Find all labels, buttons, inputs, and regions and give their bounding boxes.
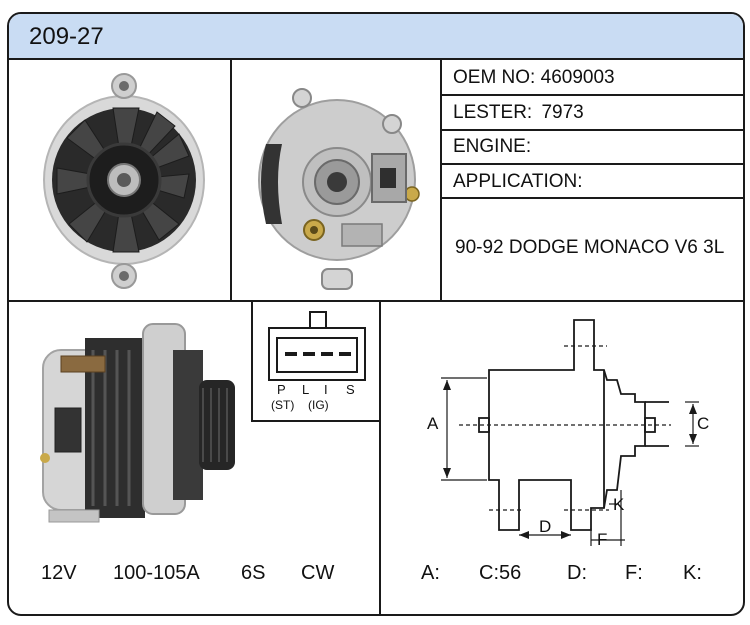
spec-pulley: 6S [241,562,266,584]
lester-value: 7973 [541,102,584,123]
header-bar: 209-27 [9,14,743,60]
divider-top-1 [230,58,232,300]
dim-f: F: [625,562,643,584]
connector-box-bottom [251,420,381,422]
oem-label: OEM NO: [453,67,536,88]
product-card: 209-27 OEM NO: 4609003 LESTER: 7973 ENGI… [7,12,745,616]
info-divider-4 [440,197,743,199]
pin-sub-ig: (IG) [308,398,329,412]
pin-label-s: S [346,382,355,397]
connector-sub-labels: (ST) (IG) [271,398,329,412]
alternator-side-photo [40,323,235,523]
drawing-label-k: K [613,495,625,514]
divider-bottom [379,300,381,614]
pin-label-l: L [302,382,310,397]
dim-k: K: [683,562,702,584]
engine-row: ENGINE: [453,136,531,158]
pin-sub-st: (ST) [271,398,295,412]
alternator-front-photo [43,73,205,289]
oem-value: 4609003 [540,67,615,88]
spec-voltage: 12V [41,562,77,584]
info-divider-1 [440,94,743,96]
lester-row: LESTER: 7973 [453,102,584,124]
drawing-label-a: A [427,414,439,433]
drawing-label-f: F [597,530,608,549]
application-label: APPLICATION: [453,171,583,192]
info-divider-3 [440,163,743,165]
info-divider-2 [440,129,743,131]
dimension-drawing [441,319,699,546]
pin-label-p: P [277,382,286,397]
part-number-title: 209-27 [29,23,104,50]
application-value: 90-92 DODGE MONACO V6 3L [455,237,725,258]
engine-label: ENGINE: [453,136,532,157]
connector-diagram [268,311,366,381]
spec-amperage: 100-105A [113,562,200,584]
dim-d: D: [567,562,587,584]
drawing-label-d: D [539,517,552,536]
drawing-label-c: C [697,414,710,433]
divider-middle [9,300,743,302]
dim-a: A: [421,562,440,584]
connector-box-left [251,300,253,422]
spec-rotation: CW [301,562,335,584]
dim-c: C:56 [479,562,522,584]
divider-top-2 [440,58,442,300]
alternator-rear-photo [258,88,420,290]
oem-row: OEM NO: 4609003 [453,67,615,89]
lester-label: LESTER: [453,102,533,123]
pin-label-i: I [324,382,328,397]
